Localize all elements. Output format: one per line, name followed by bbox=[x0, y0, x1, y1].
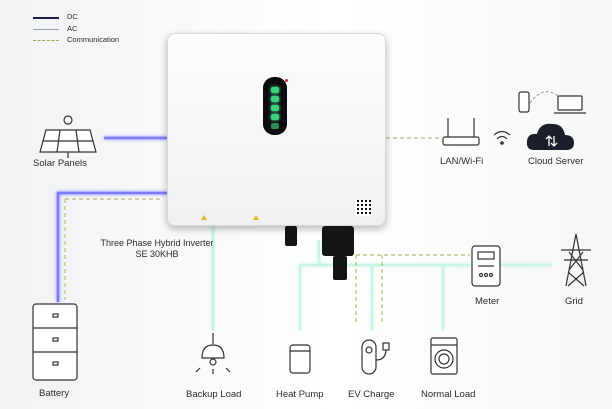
cloud-server-icon bbox=[526, 123, 574, 150]
ev-charger-icon bbox=[361, 339, 390, 375]
normal-load-label: Normal Load bbox=[421, 389, 476, 400]
lan-wifi-label: LAN/Wi-Fi bbox=[440, 156, 484, 167]
legend-dc-label: DC bbox=[67, 12, 78, 21]
inverter-cable bbox=[333, 256, 347, 280]
brand-mark bbox=[285, 79, 288, 82]
inverter-model-line2: SE 30KHB bbox=[135, 249, 179, 259]
inverter-cable bbox=[285, 226, 297, 246]
legend-communication-label: Communication bbox=[67, 35, 120, 44]
inverter-model-line1: Three Phase Hybrid Inverter bbox=[100, 238, 214, 248]
grid-label: Grid bbox=[565, 296, 583, 307]
heat-pump-icon bbox=[289, 344, 311, 374]
status-led bbox=[271, 123, 279, 129]
meter-icon bbox=[471, 245, 501, 287]
inverter-cable-gland bbox=[322, 226, 354, 256]
ev-charge-label: EV Charge bbox=[348, 389, 395, 400]
status-led bbox=[271, 114, 279, 120]
status-led bbox=[271, 87, 279, 93]
laptop-icon bbox=[554, 95, 586, 114]
backup-load-label: Backup Load bbox=[186, 389, 242, 400]
inverter-model-caption: Three Phase Hybrid Inverter SE 30KHB bbox=[82, 238, 232, 260]
router-icon bbox=[442, 118, 480, 146]
solar-panels-label: Solar Panels bbox=[33, 158, 87, 169]
wifi-icon bbox=[493, 130, 511, 145]
cloud-server-label: Cloud Server bbox=[528, 156, 584, 167]
legend-dc-swatch bbox=[33, 17, 59, 19]
washing-machine-icon bbox=[430, 337, 458, 375]
inverter-led-panel bbox=[263, 77, 287, 135]
status-led bbox=[271, 105, 279, 111]
light-bulb-icon bbox=[195, 333, 231, 374]
dc-line-battery bbox=[56, 191, 167, 302]
battery-label: Battery bbox=[39, 388, 70, 399]
legend-ac-swatch bbox=[33, 29, 59, 30]
meter-label: Meter bbox=[475, 296, 500, 307]
warning-icon bbox=[201, 215, 207, 220]
phone-icon bbox=[518, 91, 530, 113]
legend-communication-swatch bbox=[33, 40, 59, 41]
battery-icon bbox=[32, 303, 78, 381]
status-led bbox=[271, 96, 279, 102]
warning-icon bbox=[253, 215, 259, 220]
qr-code bbox=[355, 200, 371, 216]
solar-panel-icon bbox=[39, 115, 97, 158]
legend-ac-label: AC bbox=[67, 24, 78, 33]
hybrid-inverter bbox=[167, 33, 386, 226]
heat-pump-label: Heat Pump bbox=[276, 389, 324, 400]
power-tower-icon bbox=[561, 233, 591, 287]
